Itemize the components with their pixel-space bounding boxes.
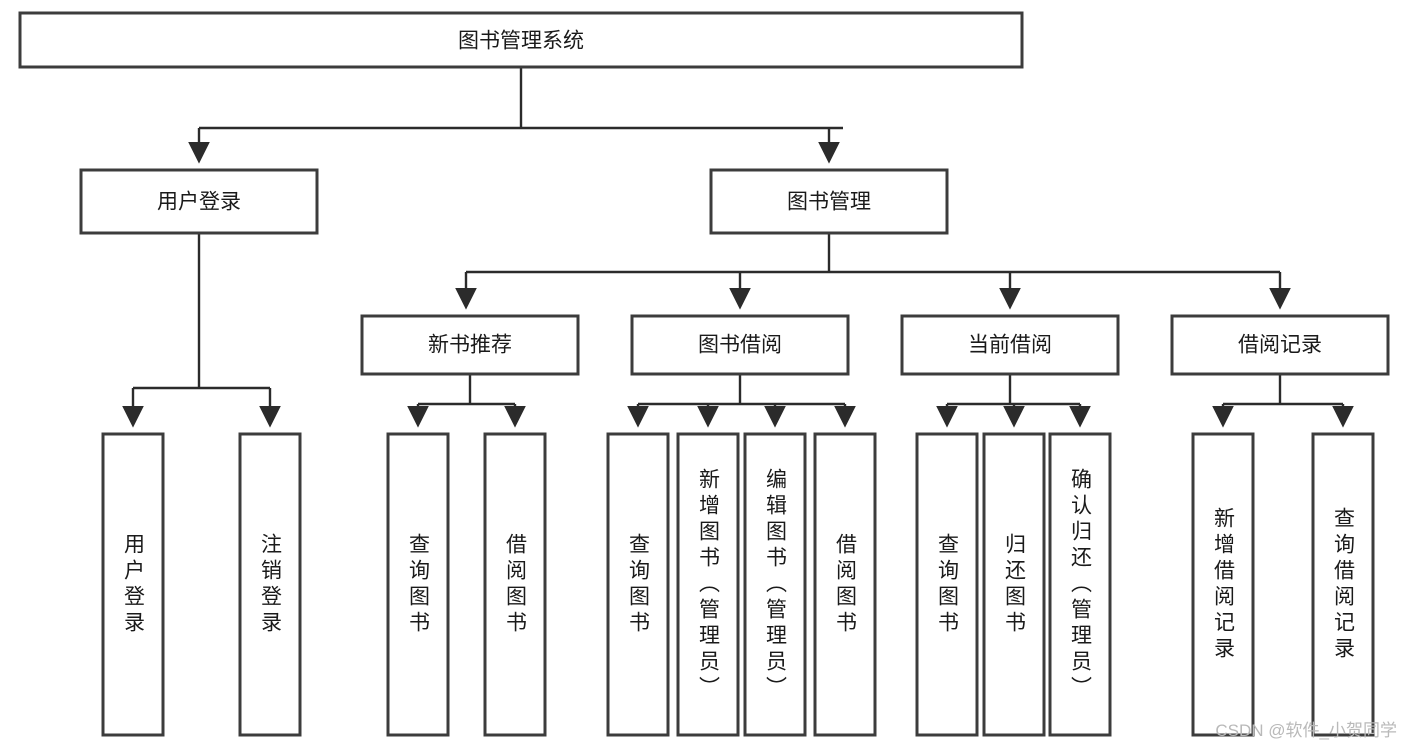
leaf-query-book-2-box[interactable] bbox=[606, 432, 670, 737]
node-current-borrow-box[interactable] bbox=[900, 314, 1120, 376]
leaf-query-book-1-box[interactable] bbox=[386, 432, 450, 737]
leaf-borrow-book-2-label: 借阅图书 bbox=[834, 533, 858, 637]
leaf-query-record-box[interactable] bbox=[1311, 432, 1375, 737]
node-new-book-recommend-box[interactable] bbox=[360, 314, 580, 376]
connectors-borrow-to-leaves bbox=[627, 374, 856, 428]
node-current-borrow[interactable]: 当前借阅 bbox=[900, 314, 1120, 376]
leaf-edit-book[interactable]: 编辑图书（管理员） bbox=[743, 432, 807, 737]
node-borrow-record-label: 借阅记录 bbox=[1238, 334, 1322, 357]
leaf-add-book[interactable]: 新增图书（管理员） bbox=[676, 432, 740, 737]
leaf-confirm-return-label: 确认归还（管理员） bbox=[1069, 468, 1093, 702]
node-borrow-record[interactable]: 借阅记录 bbox=[1170, 314, 1390, 376]
node-book-manage[interactable]: 图书管理 bbox=[709, 168, 949, 235]
node-book-manage-box[interactable] bbox=[709, 168, 949, 235]
node-user-login[interactable]: 用户登录 bbox=[79, 168, 319, 235]
leaf-borrow-book-1[interactable]: 借阅图书 bbox=[483, 432, 547, 737]
node-book-borrow-box[interactable] bbox=[630, 314, 850, 376]
leaf-add-record-label: 新增借阅记录 bbox=[1212, 507, 1236, 663]
leaf-user-logout[interactable]: 注销登录 bbox=[238, 432, 302, 737]
leaf-add-book-label: 新增图书（管理员） bbox=[697, 468, 721, 702]
leaf-user-logout-box[interactable] bbox=[238, 432, 302, 737]
connectors-root-to-level2 bbox=[188, 67, 843, 164]
leaf-edit-book-label: 编辑图书（管理员） bbox=[764, 468, 788, 702]
node-user-login-label: 用户登录 bbox=[157, 191, 241, 214]
node-root[interactable]: 图书管理系统 bbox=[18, 11, 1024, 69]
node-book-manage-label: 图书管理 bbox=[787, 191, 871, 214]
leaf-add-record[interactable]: 新增借阅记录 bbox=[1191, 432, 1255, 737]
leaf-confirm-return-box[interactable] bbox=[1048, 432, 1112, 737]
node-current-borrow-label: 当前借阅 bbox=[968, 334, 1052, 357]
leaf-query-record-label: 查询借阅记录 bbox=[1332, 507, 1356, 663]
node-book-borrow[interactable]: 图书借阅 bbox=[630, 314, 850, 376]
leaf-confirm-return[interactable]: 确认归还（管理员） bbox=[1048, 432, 1112, 737]
leaf-query-book-3[interactable]: 查询图书 bbox=[915, 432, 979, 737]
leaf-query-book-3-label: 查询图书 bbox=[936, 533, 960, 637]
leaf-query-book-2-label: 查询图书 bbox=[627, 533, 651, 637]
node-book-borrow-label: 图书借阅 bbox=[698, 334, 782, 357]
leaf-user-logout-label: 注销登录 bbox=[259, 533, 283, 637]
leaf-borrow-book-1-box[interactable] bbox=[483, 432, 547, 737]
connectors-record-to-leaves bbox=[1212, 374, 1354, 428]
leaf-query-record[interactable]: 查询借阅记录 bbox=[1311, 432, 1375, 737]
node-root-box[interactable] bbox=[18, 11, 1024, 69]
leaf-borrow-book-2-box[interactable] bbox=[813, 432, 877, 737]
node-root-label: 图书管理系统 bbox=[458, 30, 584, 53]
leaf-query-book-1-label: 查询图书 bbox=[407, 533, 431, 637]
node-borrow-record-box[interactable] bbox=[1170, 314, 1390, 376]
leaf-query-book-3-box[interactable] bbox=[915, 432, 979, 737]
connectors-recommend-to-leaves bbox=[407, 374, 526, 428]
node-new-book-recommend-label: 新书推荐 bbox=[428, 334, 512, 357]
leaf-return-book[interactable]: 归还图书 bbox=[982, 432, 1046, 737]
leaf-add-record-box[interactable] bbox=[1191, 432, 1255, 737]
connectors-user-login-to-leaves bbox=[122, 233, 281, 428]
leaf-user-login[interactable]: 用户登录 bbox=[101, 432, 165, 737]
leaf-borrow-book-2[interactable]: 借阅图书 bbox=[813, 432, 877, 737]
leaf-user-login-label: 用户登录 bbox=[122, 533, 146, 637]
connectors-book-manage-to-level3 bbox=[455, 233, 1291, 310]
node-user-login-box[interactable] bbox=[79, 168, 319, 235]
leaf-return-book-box[interactable] bbox=[982, 432, 1046, 737]
leaf-add-book-box[interactable] bbox=[676, 432, 740, 737]
leaf-edit-book-box[interactable] bbox=[743, 432, 807, 737]
connectors-current-to-leaves bbox=[936, 374, 1091, 428]
leaf-query-book-1[interactable]: 查询图书 bbox=[386, 432, 450, 737]
node-new-book-recommend[interactable]: 新书推荐 bbox=[360, 314, 580, 376]
leaf-return-book-label: 归还图书 bbox=[1003, 533, 1027, 637]
leaf-borrow-book-1-label: 借阅图书 bbox=[504, 533, 528, 637]
leaf-query-book-2[interactable]: 查询图书 bbox=[606, 432, 670, 737]
leaf-user-login-box[interactable] bbox=[101, 432, 165, 737]
